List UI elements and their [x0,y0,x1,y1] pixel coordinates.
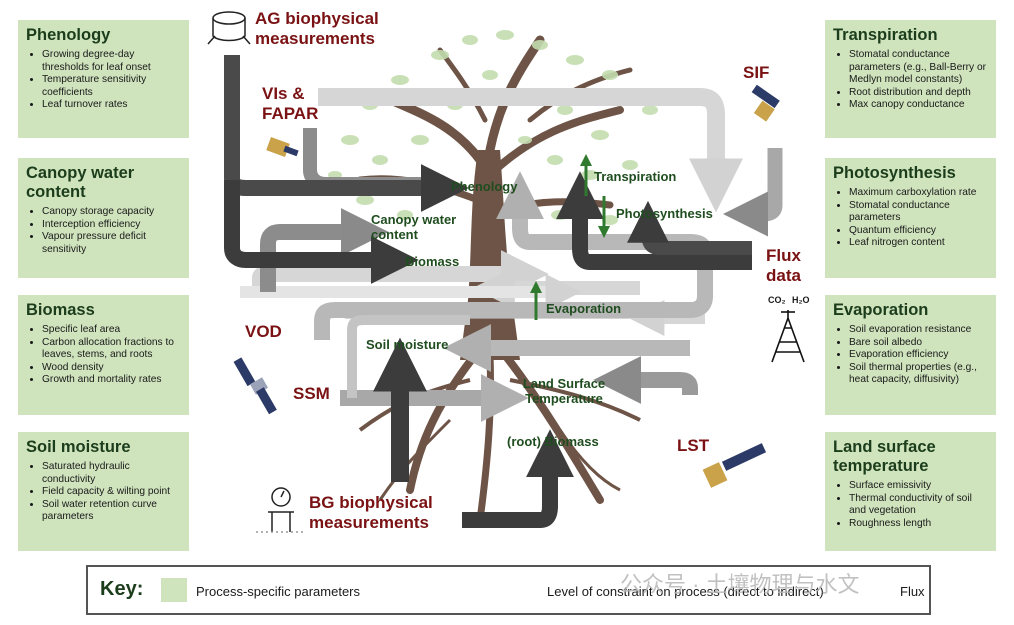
source-sif: SIF [743,63,770,82]
param-item: Growing degree-day thresholds for leaf o… [42,49,181,74]
source-lst: LST [677,436,710,455]
satellite-icon-vis [266,137,299,157]
param-item: Soil water retention curve parameters [42,499,181,524]
param-item: Evaporation efficiency [849,349,988,362]
param-item: Max canopy conductance [849,99,988,112]
key-flux-label: Flux [900,584,925,599]
param-item: Canopy storage capacity [42,206,181,219]
process-soil-moisture: Soil moisture [366,337,449,352]
param-box-soil-moisture: Soil moisture Saturated hydraulic conduc… [18,432,189,551]
param-item: Stomatal conductance parameters [849,200,988,225]
source-flux-data: Flux data [766,246,801,285]
param-item: Bare soil albedo [849,337,988,350]
constraint-arrows [224,55,783,528]
key-gradient-label: Level of constraint on process (direct t… [547,584,824,599]
param-item: Specific leaf area [42,324,181,337]
tree-stump-icon [207,11,251,45]
param-box-title: Transpiration [833,26,938,44]
param-box-biomass: Biomass Specific leaf area Carbon alloca… [18,295,189,415]
param-box-photosynthesis: Photosynthesis Maximum carboxylation rat… [825,158,996,278]
param-item: Quantum efficiency [849,225,988,238]
param-item: Soil evaporation resistance [849,324,988,337]
source-ag-biophysical: AG biophysical measurements [255,9,379,48]
param-item: Surface emissivity [849,480,988,493]
process-transpiration: Transpiration [594,169,677,184]
param-item: Leaf turnover rates [42,99,181,112]
soil-probe-icon [256,487,306,533]
flux-tower-icon [771,310,805,363]
param-box-transpiration: Transpiration Stomatal conductance param… [825,20,996,138]
param-item: Soil thermal properties (e.g., heat capa… [849,362,988,387]
process-root-biomass: (root) Biomass [507,434,599,449]
process-biomass: Biomass [405,254,460,269]
param-item: Saturated hydraulic conductivity [42,461,181,486]
flux-arrows [530,154,610,320]
param-box-title: Biomass [26,301,95,319]
param-box-title: Canopy water content [26,164,135,201]
param-box-title: Evaporation [833,301,929,319]
param-item: Interception efficiency [42,219,181,232]
source-bg-biophysical: BG biophysical measurements [309,493,433,532]
param-item: Carbon allocation fractions to leaves, s… [42,337,181,362]
source-ssm: SSM [293,384,330,403]
legend-key: Key: Process-specific parameters Level o… [86,565,931,615]
satellite-icon-vod [233,357,277,415]
param-item: Growth and mortality rates [42,374,181,387]
param-item: Vapour pressure deficit sensitivity [42,231,181,256]
param-item: Root distribution and depth [849,87,988,100]
satellite-icon-lst [702,443,767,488]
process-phenology: Phenology [451,179,518,194]
param-box-phenology: Phenology Growing degree-day thresholds … [18,20,189,138]
param-item: Temperature sensitivity coefficients [42,74,181,99]
process-canopy-water-content: Canopy water content [371,212,457,242]
key-swatch-label: Process-specific parameters [196,584,360,599]
param-box-canopy-water-content: Canopy water content Canopy storage capa… [18,158,189,278]
satellite-icon-sif [751,84,780,122]
key-swatch-process-parameters [161,578,187,602]
key-title: Key: [100,578,144,600]
h2o-label: H₂O [792,295,810,305]
process-evaporation: Evaporation [546,301,622,316]
source-vod: VOD [245,322,282,341]
process-photosynthesis: Photosynthesis [616,206,713,221]
param-item: Roughness length [849,518,988,531]
process-land-surface-temperature: Land Surface Temperature [522,376,606,406]
param-item: Thermal conductivity of soil and vegetat… [849,493,988,518]
param-item: Maximum carboxylation rate [849,187,988,200]
param-item: Field capacity & wilting point [42,486,181,499]
param-box-evaporation: Evaporation Soil evaporation resistance … [825,295,996,415]
param-item: Wood density [42,362,181,375]
param-box-land-surface-temperature: Land surface temperature Surface emissiv… [825,432,996,551]
param-box-title: Phenology [26,26,111,44]
param-box-title: Soil moisture [26,438,131,456]
param-box-title: Land surface temperature [833,438,936,475]
param-item: Leaf nitrogen content [849,237,988,250]
co2-label: CO₂ [768,295,786,305]
watermark: 公众号 · 土壤物理与水文 [620,572,860,597]
param-item: Stomatal conductance parameters (e.g., B… [849,49,988,87]
source-vis-fapar: VIs & FAPAR [262,84,319,123]
param-box-title: Photosynthesis [833,164,956,182]
